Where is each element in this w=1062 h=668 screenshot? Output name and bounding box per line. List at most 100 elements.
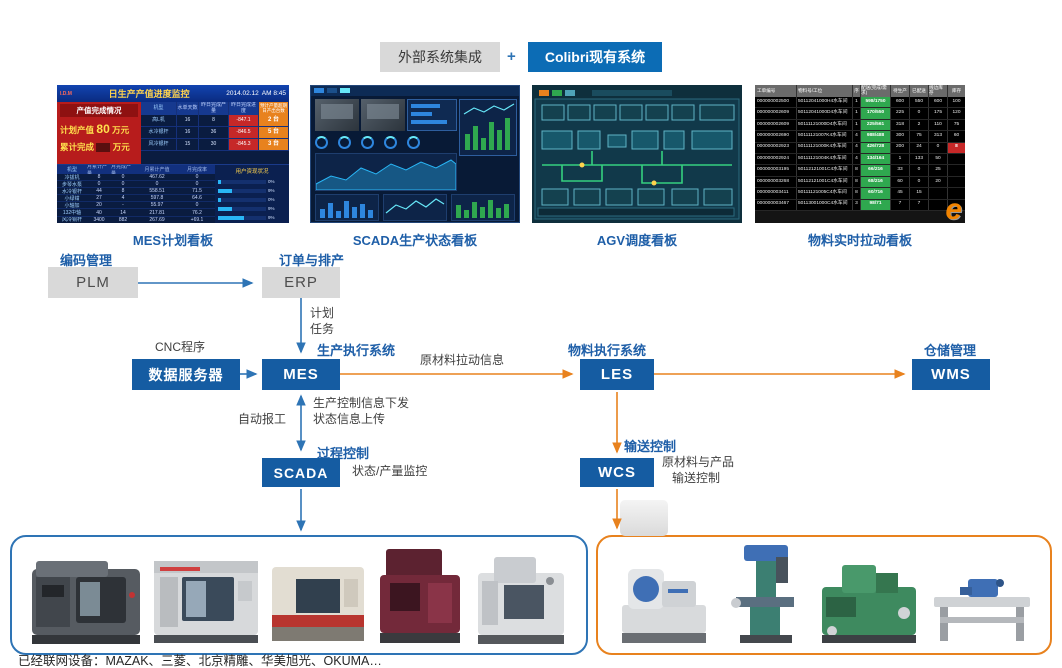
gauge-icon bbox=[315, 136, 328, 149]
material-pull-dashboard: 工单编号 物料号/工位 序 配送(完成/需求) 待生产 已配送 线边库存 库存 … bbox=[755, 85, 965, 223]
table-row: 风冷铜杆 3400 882 267.69 +69.1 bbox=[57, 217, 215, 223]
bar-row: 0% bbox=[218, 177, 286, 186]
table-row: 水冷银杆 44 8 558.51 71.5 bbox=[57, 188, 215, 196]
mini-bar-chart bbox=[315, 194, 379, 221]
caption-mes-board: MES计划看板 bbox=[132, 233, 214, 248]
plan-value-line: 计划产值 80 万元 bbox=[60, 122, 130, 136]
table-row: 000000003467 50113001000C4水车间 3 98/71 7 … bbox=[755, 199, 965, 211]
les-title: 物料执行系统 bbox=[568, 343, 647, 358]
table-row: 冷拔机 8 0 467.62 0 bbox=[57, 174, 215, 182]
table-row: 132中轴 40 14 217.81 76.2 bbox=[57, 209, 215, 217]
monthly-table-rows: 冷拔机 8 0 467.62 0 步琴水泵 0 0 0 0 bbox=[57, 174, 215, 223]
scada-toolbar bbox=[311, 86, 519, 96]
agv-layout-map bbox=[532, 85, 742, 223]
spool-image bbox=[620, 500, 668, 536]
bar-track bbox=[218, 179, 266, 184]
machine-photo-machining-center bbox=[154, 561, 258, 643]
scada-dashboard bbox=[310, 85, 520, 223]
gauge-row bbox=[315, 136, 420, 149]
bar-track bbox=[218, 188, 266, 193]
wms-box: WMS bbox=[912, 359, 990, 390]
side-trend-panel bbox=[459, 99, 517, 156]
table-row: 风冷银杆 15 30 -845.3 3 台 bbox=[141, 139, 289, 151]
mini-green-bar-chart bbox=[451, 194, 515, 221]
monthly-table-header: 机型 月累计产量 月完成产量 月累计产值 月完成率 bbox=[57, 165, 215, 174]
toolbar-chip bbox=[314, 88, 324, 93]
plm-title: 编码管理 bbox=[60, 253, 113, 268]
side-trend-chart bbox=[463, 103, 515, 150]
table-row: 000000002609 50112041000D4水车间 1 170/550 … bbox=[755, 108, 965, 120]
scada-title: 过程控制 bbox=[317, 446, 370, 461]
mes-title: 生产执行系统 bbox=[317, 343, 396, 358]
caption-agv-board: AGV调度看板 bbox=[596, 233, 678, 248]
gauge-icon bbox=[384, 136, 397, 149]
dashboard-date: 2014.02.12 bbox=[226, 90, 259, 97]
connected-devices-note: 已经联网设备：MAZAK、三菱、北京精雕、华美旭光、OKUMA… bbox=[18, 654, 382, 668]
eworks-watermark: e bbox=[945, 193, 962, 223]
bar-label: 9% bbox=[268, 206, 275, 211]
dataserver-box: 数据服务器 bbox=[132, 359, 240, 390]
table-row: 000000002690 50111121007K4水车间 4 988/488 … bbox=[755, 131, 965, 143]
daily-table-header: 机型 水单天数 昨日完成产量 昨日完成进度 预计产量超期日产出台数 bbox=[141, 102, 289, 115]
bar-label: 9% bbox=[268, 188, 275, 193]
machine-photo-wire-edm bbox=[478, 557, 564, 644]
erp-box: ERP bbox=[262, 267, 340, 298]
bar-label: 0% bbox=[268, 197, 275, 202]
done-value-line: 累计完成 万元 bbox=[60, 142, 130, 153]
output-summary-panel: 产值完成情况 计划产值 80 万元 累计完成 万元 bbox=[57, 102, 141, 164]
brand-logo: I.D.M bbox=[60, 90, 72, 97]
scada-box: SCADA bbox=[262, 458, 340, 487]
auto-report-note: 自动报工 bbox=[238, 412, 287, 426]
cnc-program-note: CNC程序 bbox=[155, 340, 205, 354]
mes-plan-dashboard: I.D.M 日生产产值进度监控 2014.02.12 AM 8:45 产值完成情… bbox=[57, 85, 289, 223]
toolbar-chip bbox=[340, 88, 350, 93]
daily-table-rows: 高L机 16 8 -847.1 2 台 水冷银杆 16 36 -846.5 bbox=[141, 115, 289, 151]
bar-track bbox=[218, 206, 266, 211]
camera-feed-2-image bbox=[361, 99, 405, 131]
capacity-chart: 用户资现状况 0% 9% bbox=[215, 165, 289, 223]
toolbar-chip bbox=[327, 88, 337, 93]
wcs-title: 输送控制 bbox=[624, 439, 677, 454]
bar-row: 9% bbox=[218, 186, 286, 195]
plus-sign: + bbox=[507, 48, 516, 65]
bar-track bbox=[218, 215, 266, 220]
conveyed-machines-group bbox=[596, 535, 1052, 655]
mini-line-chart bbox=[383, 194, 447, 221]
dashboard-title: 日生产产值进度监控 bbox=[108, 89, 190, 99]
mes-box: MES bbox=[262, 359, 340, 390]
bar-row: 9% bbox=[218, 204, 286, 213]
hidden-value-box bbox=[96, 143, 111, 153]
agv-dashboard bbox=[532, 85, 742, 223]
colibri-systems-tag: Colibri现有系统 bbox=[528, 42, 662, 72]
wcs-convey-note: 原材料与产品输送控制 bbox=[662, 455, 735, 485]
les-box: LES bbox=[580, 359, 654, 390]
gauge-icon bbox=[361, 136, 374, 149]
bar-row: 9% bbox=[218, 213, 286, 222]
table-row: 000000002924 50111121004K4水车间 4 134/164 … bbox=[755, 153, 965, 166]
caption-scada-board: SCADA生产状态看板 bbox=[352, 233, 478, 248]
dashboard-time: AM 8:45 bbox=[261, 90, 286, 97]
connected-machines-group bbox=[10, 535, 588, 655]
plm-box: PLM bbox=[48, 267, 138, 298]
table-row: 步琴水泵 0 0 0 0 bbox=[57, 181, 215, 189]
scada-monitor-note: 状态/产量监控 bbox=[352, 464, 428, 478]
material-table-header: 工单编号 物料号/工位 序 配送(完成/需求) 待生产 已配送 线边库存 库存 bbox=[755, 85, 965, 97]
wms-title: 仓储管理 bbox=[924, 343, 977, 358]
status-bars-panel bbox=[407, 99, 457, 131]
bar-fill bbox=[218, 188, 233, 193]
table-row: 000000002923 50111121000K4水车间 4 426/728 … bbox=[755, 142, 965, 154]
bar-label: 9% bbox=[268, 215, 275, 220]
machine-photo-milling-machine bbox=[731, 545, 794, 643]
gauge-icon bbox=[407, 136, 420, 149]
machine-photo-workbench-vise bbox=[934, 579, 1030, 641]
erp-title: 订单与排产 bbox=[279, 253, 345, 268]
chart-title: 用户资现状况 bbox=[235, 169, 269, 175]
table-row: 水冷银杆 16 36 -846.5 5 台 bbox=[141, 127, 289, 139]
wcs-box: WCS bbox=[580, 458, 654, 487]
table-row: 000000003268 50112121001C4水车间 8 68/216 6… bbox=[755, 176, 965, 189]
table-row: 000000003411 50111121005C4水车间 8 60/716 4… bbox=[755, 188, 965, 200]
table-row: 小绿钳 27 4 597.8 64.6 bbox=[57, 195, 215, 203]
table-row: 小轴加 20 - 55.97 0 bbox=[57, 202, 215, 210]
bar-track bbox=[218, 197, 266, 202]
